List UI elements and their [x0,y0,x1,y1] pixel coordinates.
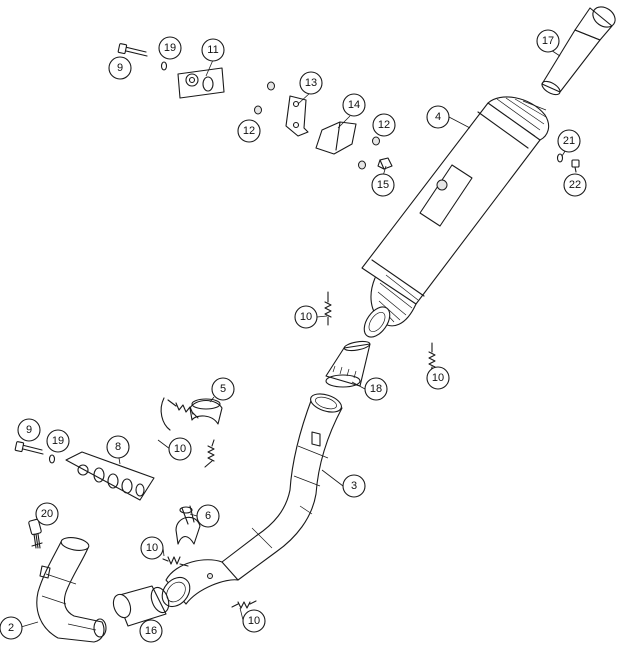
pipe-sleeve-part [161,559,239,608]
callout-19-top: 19 [158,36,182,60]
callout-3: 3 [342,474,366,498]
callout-12-right-label: 12 [378,119,390,131]
callout-10-d: 10 [140,536,164,560]
callout-5: 5 [211,377,235,401]
callout-12-left: 12 [237,119,261,143]
callout-12-right: 12 [372,113,396,137]
washer-part-bottom [48,454,56,464]
callout-17: 17 [536,29,560,53]
callout-10-a: 10 [294,305,318,329]
callout-3-label: 3 [351,480,357,492]
sensor-part [28,518,43,549]
callout-8: 8 [106,435,130,459]
callout-16-label: 16 [145,625,157,637]
callout-2: 2 [0,616,23,640]
callout-22: 22 [563,173,587,197]
callout-21-label: 21 [563,135,575,147]
washer-part-21 [556,153,564,163]
callout-19-top-label: 19 [164,42,176,54]
callout-13: 13 [299,71,323,95]
sleeve-tube-part [112,585,170,627]
bracket-part [285,95,309,137]
clamp-band-part [189,398,223,425]
callout-10-c: 10 [168,437,192,461]
heat-shield-cone-part [325,340,371,388]
callout-20: 20 [35,502,59,526]
clamp-part [175,505,201,545]
spring-parts [160,291,436,609]
callout-12-left-label: 12 [243,125,255,137]
mount-plate-part [177,67,225,99]
grommet-kit-part [65,451,155,501]
callout-16: 16 [139,619,163,643]
callout-19-bottom-label: 19 [52,435,64,447]
callout-9-top: 9 [108,56,132,80]
callout-6-label: 6 [205,510,211,522]
callout-10-e-label: 10 [248,615,260,627]
callout-9-bottom: 9 [17,418,41,442]
callout-4-label: 4 [435,111,441,123]
silencer-part [361,96,550,338]
bracket-plate-part [315,121,357,155]
callout-10-c-label: 10 [174,443,186,455]
header-pipe-part [36,537,107,643]
nut-parts [254,81,380,170]
clip-nut-part [377,157,393,170]
callout-13-label: 13 [305,77,317,89]
screw-part-22 [571,159,580,173]
callout-6: 6 [196,504,220,528]
callout-14-label: 14 [348,99,360,111]
callout-10-a-label: 10 [300,311,312,323]
bolt-part-top [117,43,148,57]
callout-18-label: 18 [370,383,382,395]
bolt-part-bottom [14,441,44,455]
callout-4: 4 [426,105,450,129]
callout-8-label: 8 [115,441,121,453]
callout-9-top-label: 9 [117,62,123,74]
callout-10-d-label: 10 [146,542,158,554]
washer-part-top [160,61,168,71]
callout-11: 11 [201,38,225,62]
callout-20-label: 20 [41,508,53,520]
callout-21: 21 [557,129,581,153]
callout-2-label: 2 [8,622,14,634]
callout-11-label: 11 [207,44,218,56]
callout-15: 15 [371,173,395,197]
end-cap-tube-part [541,6,616,96]
callout-19-bottom: 19 [46,429,70,453]
link-pipe-part [221,393,343,581]
leader-lines [20,40,568,628]
callout-14: 14 [342,93,366,117]
callout-10-b-label: 10 [432,372,444,384]
callout-10-b: 10 [426,366,450,390]
callout-9-bottom-label: 9 [26,424,32,436]
callout-10-e: 10 [242,609,266,633]
callout-15-label: 15 [377,179,389,191]
callout-5-label: 5 [220,383,226,395]
callout-18: 18 [364,377,388,401]
callout-22-label: 22 [569,179,581,191]
callout-17-label: 17 [542,35,554,47]
